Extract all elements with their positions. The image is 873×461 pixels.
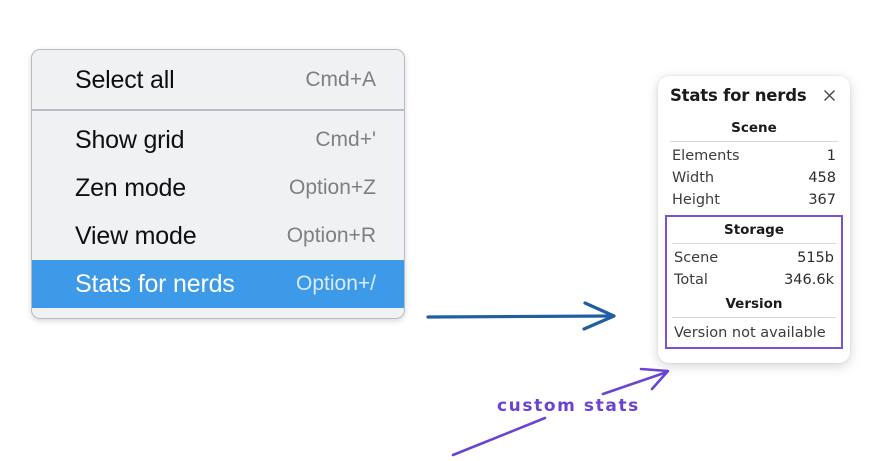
- menu-item-view-mode[interactable]: View mode Option+R: [32, 212, 404, 260]
- section-rule: [672, 317, 836, 318]
- stat-value: 346.6k: [784, 272, 834, 288]
- stat-label: Elements: [672, 148, 740, 164]
- stat-row: Elements 1: [670, 145, 838, 167]
- section-rule: [670, 141, 838, 142]
- menu-item-stats-for-nerds[interactable]: Stats for nerds Option+/: [32, 260, 404, 308]
- menu-group-1: Select all Cmd+A: [32, 50, 404, 109]
- annotation-label-custom-stats: custom stats: [497, 396, 640, 416]
- stat-value: 458: [808, 170, 836, 186]
- purple-arrow-to-panel: [601, 367, 670, 396]
- stats-for-nerds-panel: Stats for nerds Scene Elements 1 Width 4…: [658, 76, 850, 363]
- stat-value: 515b: [797, 250, 834, 266]
- menu-item-shortcut: Cmd+': [315, 128, 376, 151]
- menu-item-shortcut: Cmd+A: [305, 68, 376, 91]
- custom-stats-highlight-box: Storage Scene 515b Total 346.6k Version …: [665, 215, 843, 349]
- menu-item-select-all[interactable]: Select all Cmd+A: [32, 56, 404, 104]
- menu-item-label: Select all: [75, 65, 175, 94]
- menu-item-shortcut: Option+Z: [289, 176, 376, 199]
- menu-item-shortcut: Option+/: [296, 272, 376, 295]
- menu-item-show-grid[interactable]: Show grid Cmd+': [32, 116, 404, 164]
- panel-header: Stats for nerds: [670, 86, 838, 105]
- stat-value: 1: [826, 148, 836, 164]
- menu-item-shortcut: Option+R: [286, 224, 376, 247]
- menu-item-zen-mode[interactable]: Zen mode Option+Z: [32, 164, 404, 212]
- stat-row: Height 367: [670, 189, 838, 211]
- stat-row: Total 346.6k: [672, 269, 836, 291]
- menu-item-label: Show grid: [75, 125, 185, 154]
- stat-label: Height: [672, 192, 720, 208]
- version-text: Version not available: [674, 325, 826, 341]
- storage-section: Storage Scene 515b Total 346.6k: [672, 217, 836, 291]
- blue-arrow: [426, 301, 616, 331]
- close-icon[interactable]: [821, 87, 838, 104]
- menu-item-label: View mode: [75, 221, 197, 250]
- menu-group-2: Show grid Cmd+' Zen mode Option+Z View m…: [32, 111, 404, 318]
- purple-underline-stroke: [451, 416, 547, 457]
- context-menu[interactable]: Select all Cmd+A Show grid Cmd+' Zen mod…: [31, 49, 405, 319]
- menu-divider: [32, 109, 404, 111]
- panel-title: Stats for nerds: [670, 86, 807, 105]
- scene-section: Scene Elements 1 Width 458 Height 367: [670, 115, 838, 211]
- section-heading-scene: Scene: [731, 120, 777, 136]
- menu-item-label: Zen mode: [75, 173, 186, 202]
- stat-label: Scene: [674, 250, 719, 266]
- section-rule: [672, 243, 836, 244]
- stat-value: 367: [808, 192, 836, 208]
- stat-label: Width: [672, 170, 715, 186]
- stat-row: Width 458: [670, 167, 838, 189]
- stat-row: Scene 515b: [672, 247, 836, 269]
- menu-item-label: Stats for nerds: [75, 269, 235, 298]
- stat-label: Total: [674, 272, 708, 288]
- section-heading-version: Version: [725, 296, 783, 312]
- section-heading-storage: Storage: [723, 222, 785, 238]
- version-section: Version Version not available: [672, 291, 836, 343]
